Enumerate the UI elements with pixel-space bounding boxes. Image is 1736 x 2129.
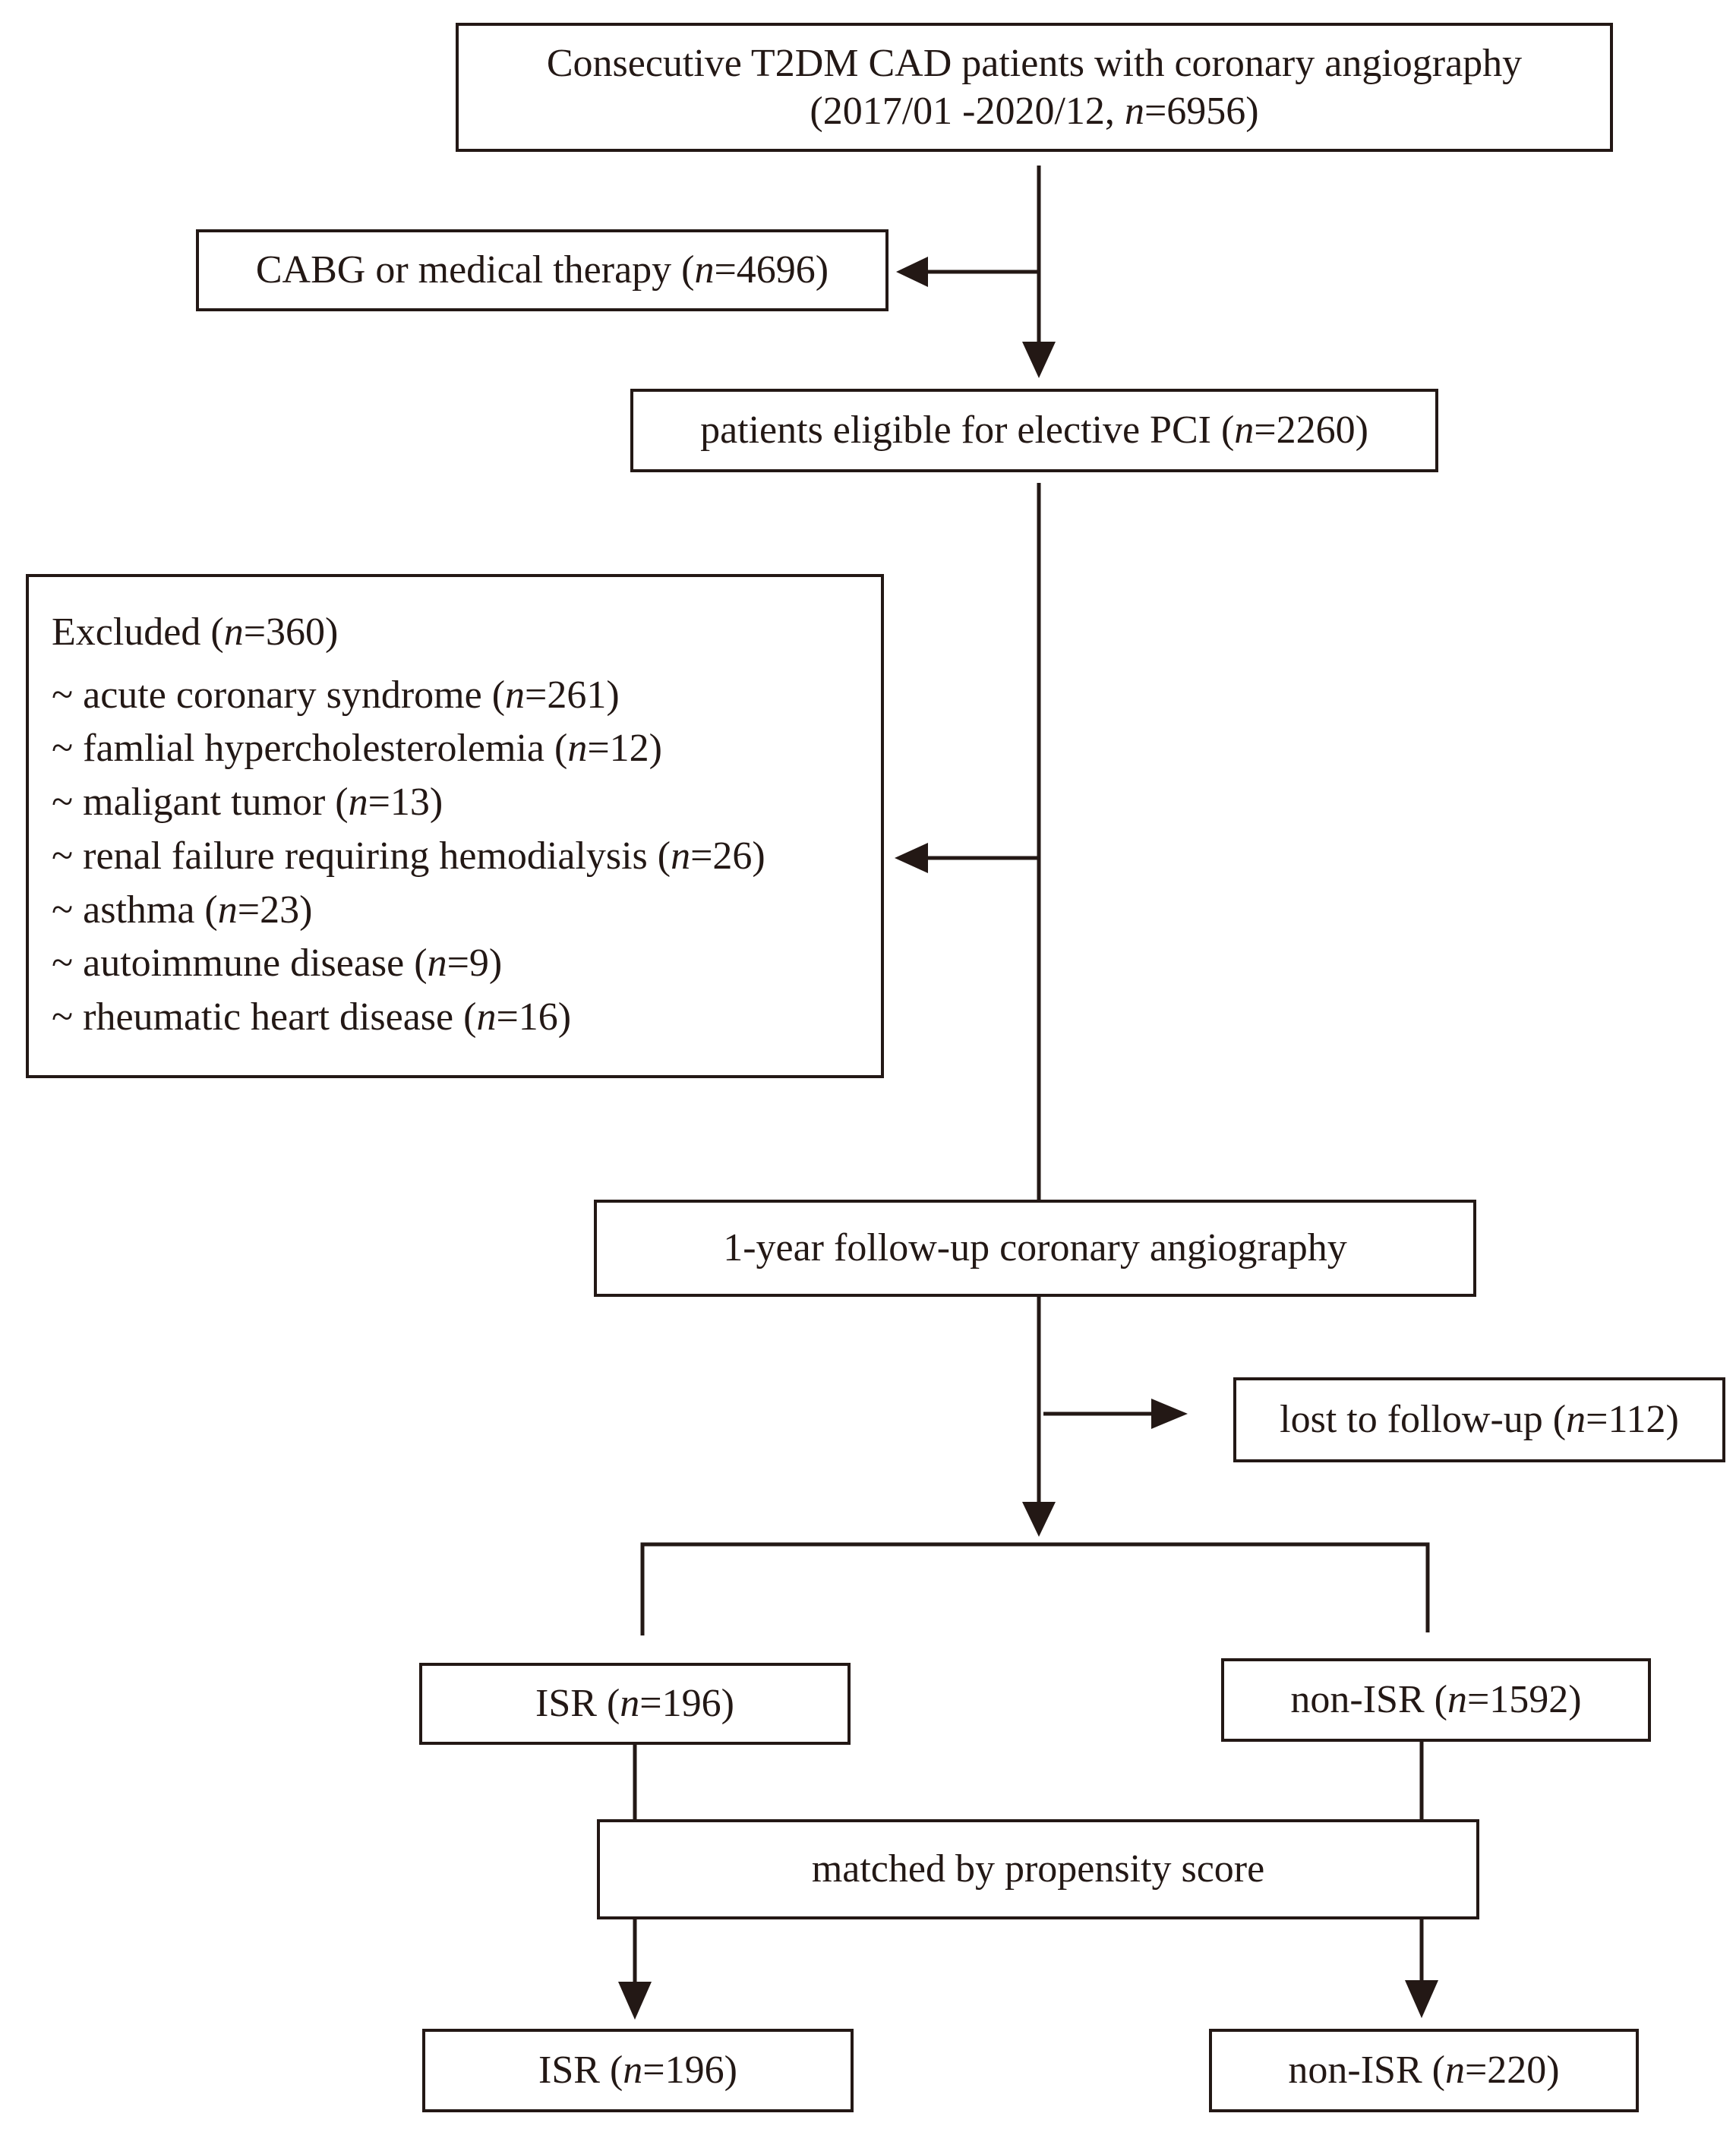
arrowhead-right-lost xyxy=(1151,1399,1188,1429)
excluded-item: ~ autoimmune disease (n=9) xyxy=(52,941,503,986)
non-isr-after-label: non-ISR (n=220) xyxy=(1288,2049,1560,2093)
arrowhead-down-nonisr2 xyxy=(1405,1980,1438,2018)
start-line-2: (2017/01 -2020/12, n=6956) xyxy=(810,90,1259,133)
lost-box: lost to follow-up (n=112) xyxy=(1233,1377,1725,1462)
arrowhead-down-split xyxy=(1022,1502,1056,1537)
non-isr-box-after-matching: non-ISR (n=220) xyxy=(1209,2029,1639,2112)
isr-before-label: ISR (n=196) xyxy=(535,1682,734,1726)
cabg-label: CABG or medical therapy (n=4696) xyxy=(255,248,829,292)
eligible-box: patients eligible for elective PCI (n=22… xyxy=(630,389,1438,472)
start-line-1: Consecutive T2DM CAD patients with coron… xyxy=(546,41,1523,85)
followup-label: 1-year follow-up coronary angiography xyxy=(723,1226,1347,1270)
arrowhead-left-cabg xyxy=(896,257,928,287)
excluded-item: ~ maligant tumor (n=13) xyxy=(52,781,443,825)
non-isr-box-before-matching: non-ISR (n=1592) xyxy=(1221,1658,1651,1742)
isr-after-label: ISR (n=196) xyxy=(538,2049,737,2093)
arrowhead-down-eligible xyxy=(1022,342,1056,378)
excluded-item: ~ rheumatic heart disease (n=16) xyxy=(52,995,572,1039)
eligible-label: patients eligible for elective PCI (n=22… xyxy=(700,408,1368,453)
excluded-item: ~ famlial hypercholesterolemia (n=12) xyxy=(52,727,662,771)
cabg-box: CABG or medical therapy (n=4696) xyxy=(196,229,889,311)
isr-box-after-matching: ISR (n=196) xyxy=(422,2029,854,2112)
excluded-title: Excluded (n=360) xyxy=(52,610,339,654)
isr-box-before-matching: ISR (n=196) xyxy=(419,1663,851,1745)
start-box: Consecutive T2DM CAD patients with coron… xyxy=(456,23,1613,152)
matched-box: matched by propensity score xyxy=(597,1819,1479,1919)
lost-label: lost to follow-up (n=112) xyxy=(1280,1398,1679,1442)
matched-label: matched by propensity score xyxy=(811,1847,1265,1891)
excluded-item: ~ acute coronary syndrome (n=261) xyxy=(52,673,620,717)
followup-box: 1-year follow-up coronary angiography xyxy=(594,1200,1476,1297)
connector-split-bracket xyxy=(640,1542,1430,1635)
excluded-item: ~ asthma (n=23) xyxy=(52,888,313,932)
arrowhead-down-isr2 xyxy=(618,1982,652,2020)
arrowhead-left-excluded xyxy=(895,843,928,873)
excluded-item: ~ renal failure requiring hemodialysis (… xyxy=(52,834,765,878)
excluded-box: Excluded (n=360) ~ acute coronary syndro… xyxy=(26,574,884,1078)
non-isr-before-label: non-ISR (n=1592) xyxy=(1290,1678,1582,1722)
